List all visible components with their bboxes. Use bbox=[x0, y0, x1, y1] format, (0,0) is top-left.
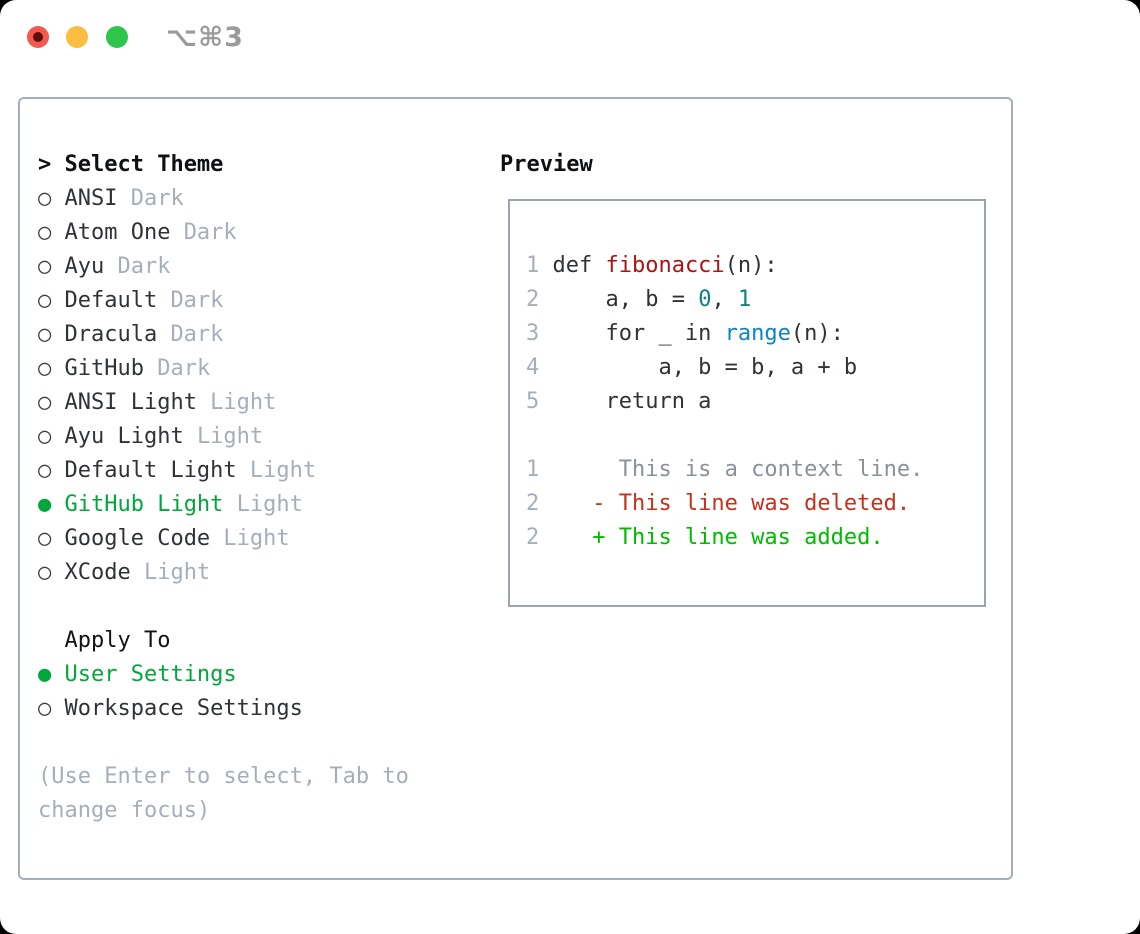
radio-icon: ○ bbox=[38, 560, 52, 585]
line-number: 4 bbox=[526, 355, 540, 380]
variant-label: Dark bbox=[157, 356, 211, 381]
theme-picker-header: > Select Theme bbox=[38, 148, 458, 182]
diff-context-line: 1 This is a context line. bbox=[526, 453, 968, 487]
radio-icon: ○ bbox=[38, 322, 52, 347]
radio-icon: ○ bbox=[38, 356, 52, 381]
variant-label: Light bbox=[223, 526, 290, 551]
line-number: 1 bbox=[526, 457, 540, 482]
zoom-button[interactable] bbox=[106, 26, 128, 48]
close-button[interactable] bbox=[27, 26, 49, 48]
line-number: 2 bbox=[526, 287, 540, 312]
radio-icon: ○ bbox=[38, 424, 52, 449]
variant-label: Dark bbox=[170, 322, 224, 347]
variant-label: Light bbox=[249, 458, 317, 483]
variant-label: Light bbox=[143, 560, 211, 585]
prompt-icon: > bbox=[38, 152, 52, 177]
apply-to-header: Apply To bbox=[64, 628, 171, 653]
variant-label: Light bbox=[196, 424, 264, 449]
minimize-button[interactable] bbox=[66, 26, 88, 48]
line-number: 2 bbox=[526, 525, 540, 550]
radio-icon: ○ bbox=[38, 526, 52, 551]
diff-added-line: 2 + This line was added. bbox=[526, 521, 968, 555]
radio-icon: ○ bbox=[38, 288, 52, 313]
radio-icon: ○ bbox=[38, 390, 52, 415]
window-title: ⌥⌘3 bbox=[166, 22, 244, 53]
variant-label: Dark bbox=[183, 220, 237, 245]
radio-icon: ○ bbox=[38, 220, 52, 245]
line-number: 3 bbox=[526, 321, 540, 346]
radio-icon: ○ bbox=[38, 458, 52, 483]
code-line: 5 return a bbox=[526, 385, 968, 419]
variant-label: Light bbox=[236, 492, 303, 517]
keyboard-hint: (Use Enter to select, Tab to change focu… bbox=[38, 764, 409, 823]
code-line: 4 a, b = b, a + b bbox=[526, 351, 968, 385]
preview-header: Preview bbox=[500, 152, 593, 177]
line-number: 5 bbox=[526, 389, 540, 414]
diff-deleted-line: 2 - This line was deleted. bbox=[526, 487, 968, 521]
code-line: 2 a, b = 0, 1 bbox=[526, 283, 968, 317]
code-line: 3 for _ in range(n): bbox=[526, 317, 968, 351]
line-number: 1 bbox=[526, 253, 540, 278]
radio-selected-icon: ● bbox=[38, 492, 52, 517]
variant-label: Dark bbox=[117, 254, 171, 279]
variant-label: Dark bbox=[130, 186, 184, 211]
radio-selected-icon: ● bbox=[38, 662, 52, 687]
titlebar: ⌥⌘3 bbox=[0, 0, 1140, 74]
variant-label: Dark bbox=[170, 288, 224, 313]
radio-icon: ○ bbox=[38, 696, 52, 721]
line-number: 2 bbox=[526, 491, 540, 516]
apply-option-user-settings[interactable]: ●User Settings bbox=[38, 658, 458, 692]
variant-label: Light bbox=[210, 390, 277, 415]
section-title: Select Theme bbox=[64, 152, 224, 177]
apply-option-workspace-settings[interactable]: ○Workspace Settings bbox=[38, 692, 458, 726]
radio-icon: ○ bbox=[38, 254, 52, 279]
radio-icon: ○ bbox=[38, 186, 52, 211]
